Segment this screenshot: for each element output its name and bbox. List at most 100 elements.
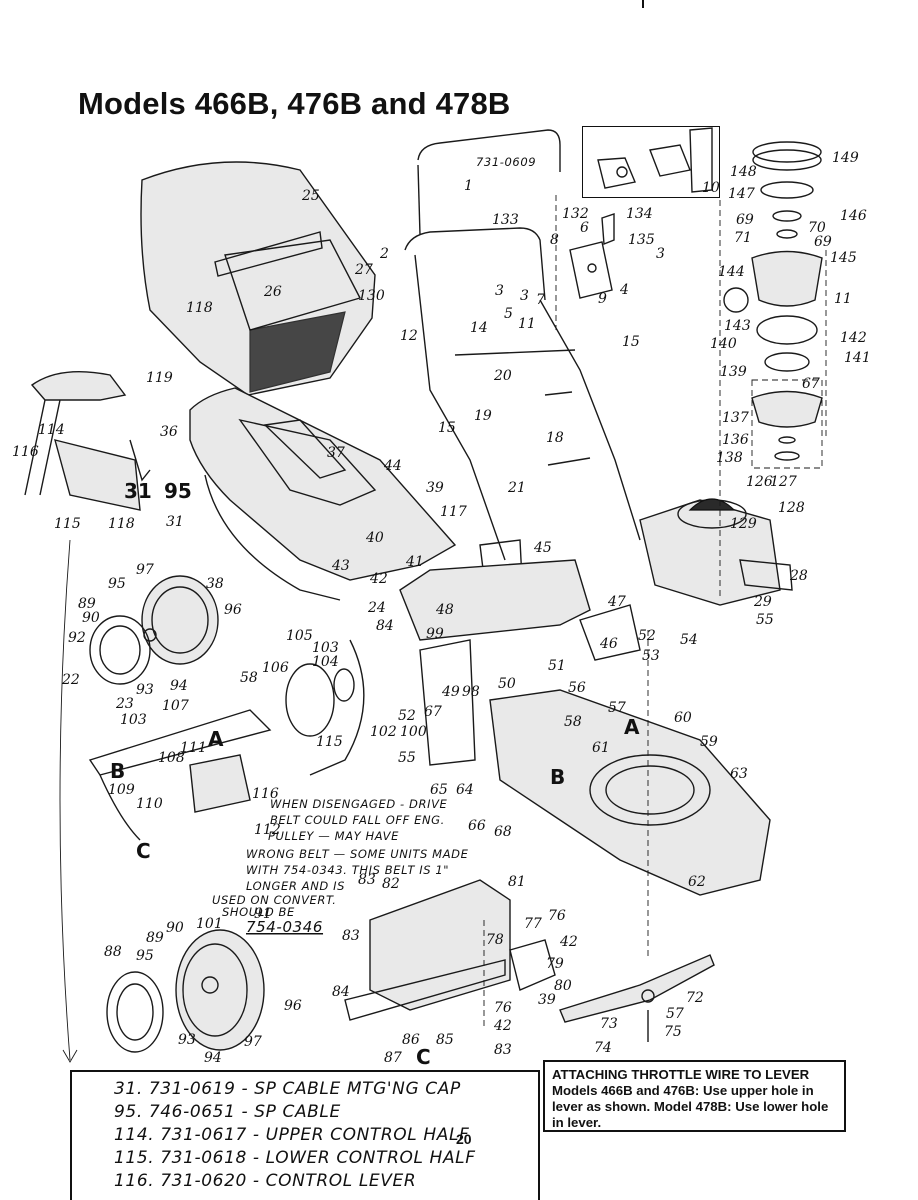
rear-wheel-drawing [106,929,265,1053]
callout-101: 101 [196,916,223,932]
callout-84: 84 [376,618,394,634]
callout-48: 48 [435,602,454,618]
section-letter-a-2: A [624,715,640,739]
callout-74: 74 [594,1040,612,1056]
callout-42b: 42 [559,934,578,950]
callout-147: 148 [730,164,757,180]
callout-98: 98 [462,684,480,700]
callout-103b: 103 [120,712,147,728]
callout-138: 139 [720,364,747,380]
callout-36: 36 [160,424,178,440]
callout-139: 140 [710,336,737,352]
handle-control-inset-box [582,126,720,198]
callout-43: 43 [331,558,350,574]
callout-146: 147 [728,186,755,202]
callout-60: 60 [674,710,692,726]
callout-4: 4 [619,282,629,298]
page-title: Models 466B, 476B and 478B [78,86,511,121]
front-wheel-drawing [89,575,219,685]
callout-64: 64 [456,782,474,798]
handwritten-note-line-5: WITH 754-0343. THIS BELT IS 1" [246,863,449,877]
drive-assembly-drawing [88,639,365,841]
callout-49: 49 [441,684,460,700]
callout-148: 149 [832,150,859,166]
callout-95c: 95 [136,948,154,964]
callout-19: 19 [474,408,492,424]
callout-21: 21 [507,480,526,496]
callout-45: 45 [533,540,552,556]
callout-52: 52 [638,628,656,644]
page-top-tick [642,0,644,8]
parts-list-row: 95. 746-0651 - SP CABLE [114,1102,341,1122]
callout-132: 133 [492,212,519,228]
callout-3: 3 [495,283,504,299]
callout-2: 2 [379,246,389,262]
callout-95: 95 [108,576,126,592]
handwritten-note-line-8: SHOULD BE [222,905,295,919]
throttle-note-title: ATTACHING THROTTLE WIRE TO LEVER [552,1067,810,1082]
callout-81: 81 [508,874,526,890]
section-letter-b-2: B [550,765,565,789]
rear-shield-drawing [344,879,556,1021]
callout-76b: 76 [494,1000,512,1016]
inset-control-parts-drawing [597,127,713,193]
callout-109: 109 [108,782,135,798]
callout-57: 57 [608,700,626,716]
callout-82: 82 [382,876,400,892]
handwritten-note-line-2: BELT COULD FALL OFF ENG. [270,813,445,827]
callout-58b: 58 [564,714,582,730]
callout-90b: 90 [166,920,184,936]
handwritten-note-correct-part: 754-0346 [246,918,323,936]
callout-31: 31 [166,514,184,530]
section-letters: A A B B C C [110,715,640,1069]
handwritten-annotations: 731-0609 WHEN DISENGAGED - DRIVE BELT CO… [212,155,536,936]
control-handle-drawing [24,371,151,511]
section-letter-a: A [208,727,224,751]
callout-78: 78 [486,932,504,948]
callout-9: 9 [598,291,607,307]
callout-107: 107 [162,698,189,714]
callout-39b: 39 [538,992,556,1008]
callout-42: 42 [369,571,388,587]
callout-128: 128 [778,500,805,516]
callout-42c: 42 [493,1018,512,1034]
throttle-note-body: Models 466B and 476B: Use upper hole in … [552,1083,829,1130]
callout-94: 94 [170,678,188,694]
callout-54: 54 [680,632,698,648]
callout-118b: 118 [108,516,135,532]
callout-108: 108 [158,750,185,766]
callout-29: 29 [753,594,772,610]
callout-15: 15 [622,334,640,350]
callout-102: 102 [370,724,397,740]
callout-106: 106 [262,660,289,676]
callout-131: 132 [562,206,589,222]
callout-129: 129 [730,516,757,532]
parts-list-row: 116. 731-0620 - CONTROL LEVER [114,1171,417,1191]
callout-93b: 93 [178,1032,196,1048]
callout-112: 112 [254,822,281,838]
callout-114: 114 [38,422,65,438]
callout-145: 146 [840,208,867,224]
callout-96b: 96 [284,998,302,1014]
handwritten-parts-list: 31. 731-0619 - SP CABLE MTG'NG CAP 95. 7… [70,1070,540,1200]
throttle-note-box: ATTACHING THROTTLE WIRE TO LEVER Models … [543,1060,846,1132]
callout-63: 63 [730,766,748,782]
callout-20: 20 [493,368,512,384]
callout-26: 26 [263,284,282,300]
callout-67: 67 [802,376,820,392]
callout-6: 6 [580,220,589,236]
callout-83b: 83 [494,1042,512,1058]
clutch-stack-drawing [751,141,823,469]
section-letter-c: C [136,839,151,863]
parts-list-row: 31. 731-0619 - SP CABLE MTG'NG CAP [114,1079,461,1099]
callout-47: 47 [607,594,626,610]
callout-62: 62 [688,874,706,890]
callout-104: 104 [312,654,339,670]
callout-103: 103 [312,640,339,656]
callout-38: 38 [206,576,224,592]
callout-37: 37 [327,445,345,461]
callout-55b: 55 [398,750,416,766]
parts-list-row: 114. 731-0617 - UPPER CONTROL HALF [114,1125,470,1145]
callout-71: 71 [734,230,752,246]
